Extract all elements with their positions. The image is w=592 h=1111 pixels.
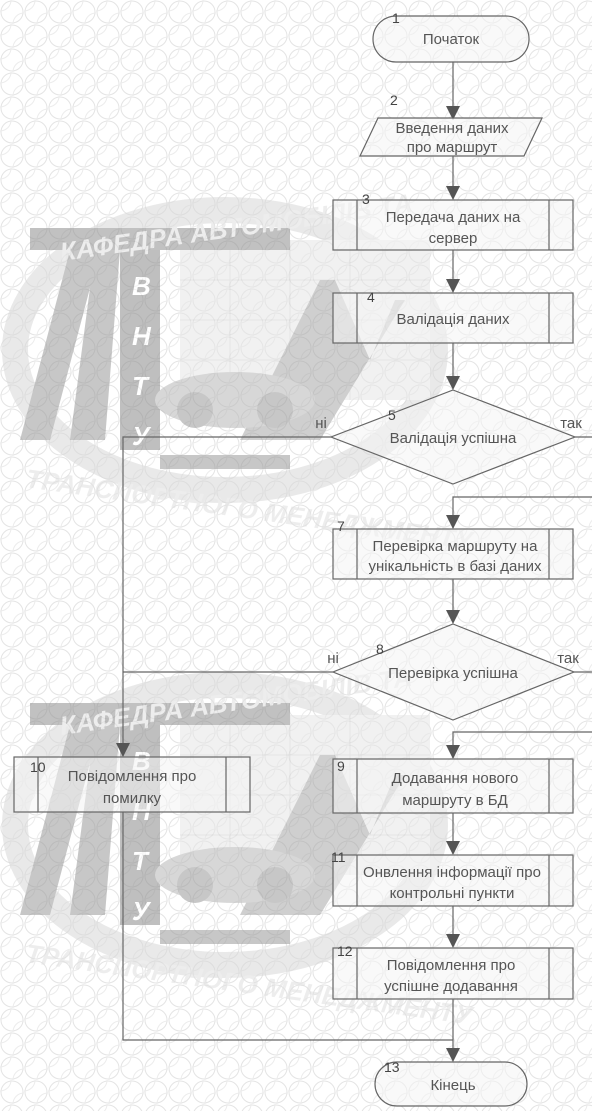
node-label: Перевірка маршруту на [373, 538, 539, 555]
node-number: 8 [376, 641, 384, 657]
node-number: 10 [30, 759, 46, 775]
node-number: 5 [388, 407, 396, 423]
node-label: Кінець [430, 1077, 475, 1094]
node-process: 10 Повідомлення про помилку [14, 757, 250, 812]
node-number: 11 [331, 849, 346, 865]
node-end: 13 Кінець [375, 1059, 527, 1106]
node-process: 11 Онвлення інформації про контрольні пу… [331, 849, 573, 906]
watermark-letter-3: Т [132, 371, 150, 401]
branch-yes-label: так [557, 650, 579, 667]
node-label: Перевірка успішна [388, 665, 518, 682]
node-label: Онвлення інформації про [363, 864, 541, 881]
node-number: 3 [362, 191, 370, 207]
node-label: Введення даних [395, 120, 509, 137]
watermark-letter-4: У [132, 896, 152, 926]
node-label: про маршрут [407, 139, 498, 156]
node-label: Початок [423, 31, 480, 48]
node-process: 9 Додавання нового маршруту в БД [333, 758, 573, 813]
node-label: сервер [429, 230, 478, 247]
node-process: 12 Повідомлення про успішне додавання [333, 943, 573, 999]
node-label: помилку [103, 790, 162, 807]
branch-no-label: ні [315, 415, 327, 432]
watermark-letter-2: Н [132, 321, 152, 351]
node-number: 1 [392, 10, 400, 26]
node-number: 12 [337, 943, 353, 959]
watermark-letter-4: У [132, 421, 152, 451]
node-process: 3 Передача даних на сервер [333, 191, 573, 250]
node-label: Передача даних на [386, 209, 521, 226]
node-label: Повідомлення про [387, 957, 516, 974]
node-label: Валідація успішна [390, 430, 517, 447]
node-start: 1 Початок [373, 10, 529, 62]
branch-no-label: ні [327, 650, 339, 667]
node-label: унікальність в базі даних [368, 558, 542, 575]
node-label: маршруту в БД [402, 792, 508, 809]
node-label: Повідомлення про [68, 768, 197, 785]
branch-yes-label: так [560, 415, 582, 432]
node-label: Валідація даних [397, 311, 510, 328]
node-number: 2 [390, 92, 398, 108]
node-number: 9 [337, 758, 345, 774]
node-label: контрольні пункти [390, 885, 515, 902]
node-label: Додавання нового [392, 770, 519, 787]
node-process: 4 Валідація даних [333, 289, 573, 343]
node-number: 13 [384, 1059, 400, 1075]
watermark-letter-1: В [132, 271, 151, 301]
watermark-letter-3: Т [132, 846, 150, 876]
node-label: успішне додавання [384, 978, 518, 995]
node-number: 7 [337, 518, 345, 534]
node-number: 4 [367, 289, 375, 305]
